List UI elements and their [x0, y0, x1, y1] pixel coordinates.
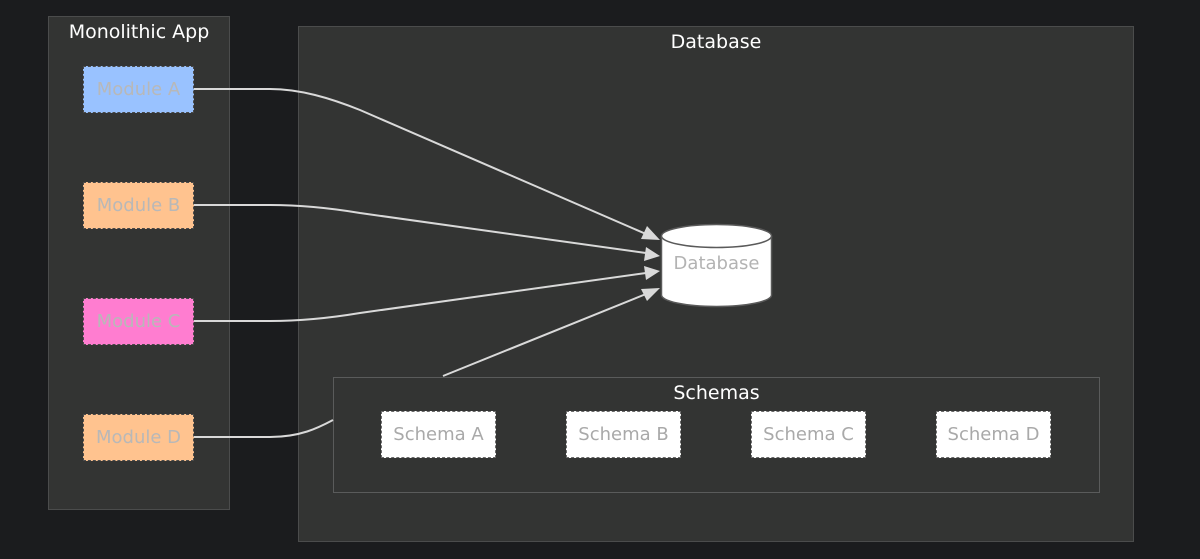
edge-module-c-database [194, 272, 647, 322]
schema-c-label: Schema C [763, 424, 854, 445]
edge-arrow-c [644, 266, 660, 280]
module-c-label: Module C [96, 311, 181, 332]
module-b-node[interactable]: Module B [83, 182, 194, 229]
schema-b-label: Schema B [578, 424, 669, 445]
module-d-node[interactable]: Module D [83, 414, 194, 461]
edge-arrow-d [641, 288, 660, 301]
schema-b-node[interactable]: Schema B [566, 411, 681, 458]
module-d-label: Module D [95, 427, 182, 448]
database-cylinder-node[interactable]: Database [660, 223, 773, 308]
edge-module-a-database [194, 88, 647, 235]
module-a-label: Module A [96, 79, 181, 100]
database-node-label: Database [673, 253, 760, 274]
schema-a-label: Schema A [393, 424, 484, 445]
schema-d-node[interactable]: Schema D [936, 411, 1051, 458]
database-cylinder-icon [660, 223, 773, 308]
cluster-title-schemas: Schemas [673, 382, 760, 404]
schema-c-node[interactable]: Schema C [751, 411, 866, 458]
module-c-node[interactable]: Module C [83, 298, 194, 345]
edge-arrow-b [644, 247, 660, 261]
edge-arrow-a [641, 226, 660, 240]
module-b-label: Module B [96, 195, 181, 216]
cluster-title-database: Database [670, 31, 762, 53]
schema-a-node[interactable]: Schema A [381, 411, 496, 458]
edge-module-d-database [194, 293, 647, 438]
cluster-title-app: Monolithic App [68, 21, 210, 43]
module-a-node[interactable]: Module A [83, 66, 194, 113]
schema-d-label: Schema D [947, 424, 1040, 445]
edge-module-b-database [194, 204, 647, 254]
